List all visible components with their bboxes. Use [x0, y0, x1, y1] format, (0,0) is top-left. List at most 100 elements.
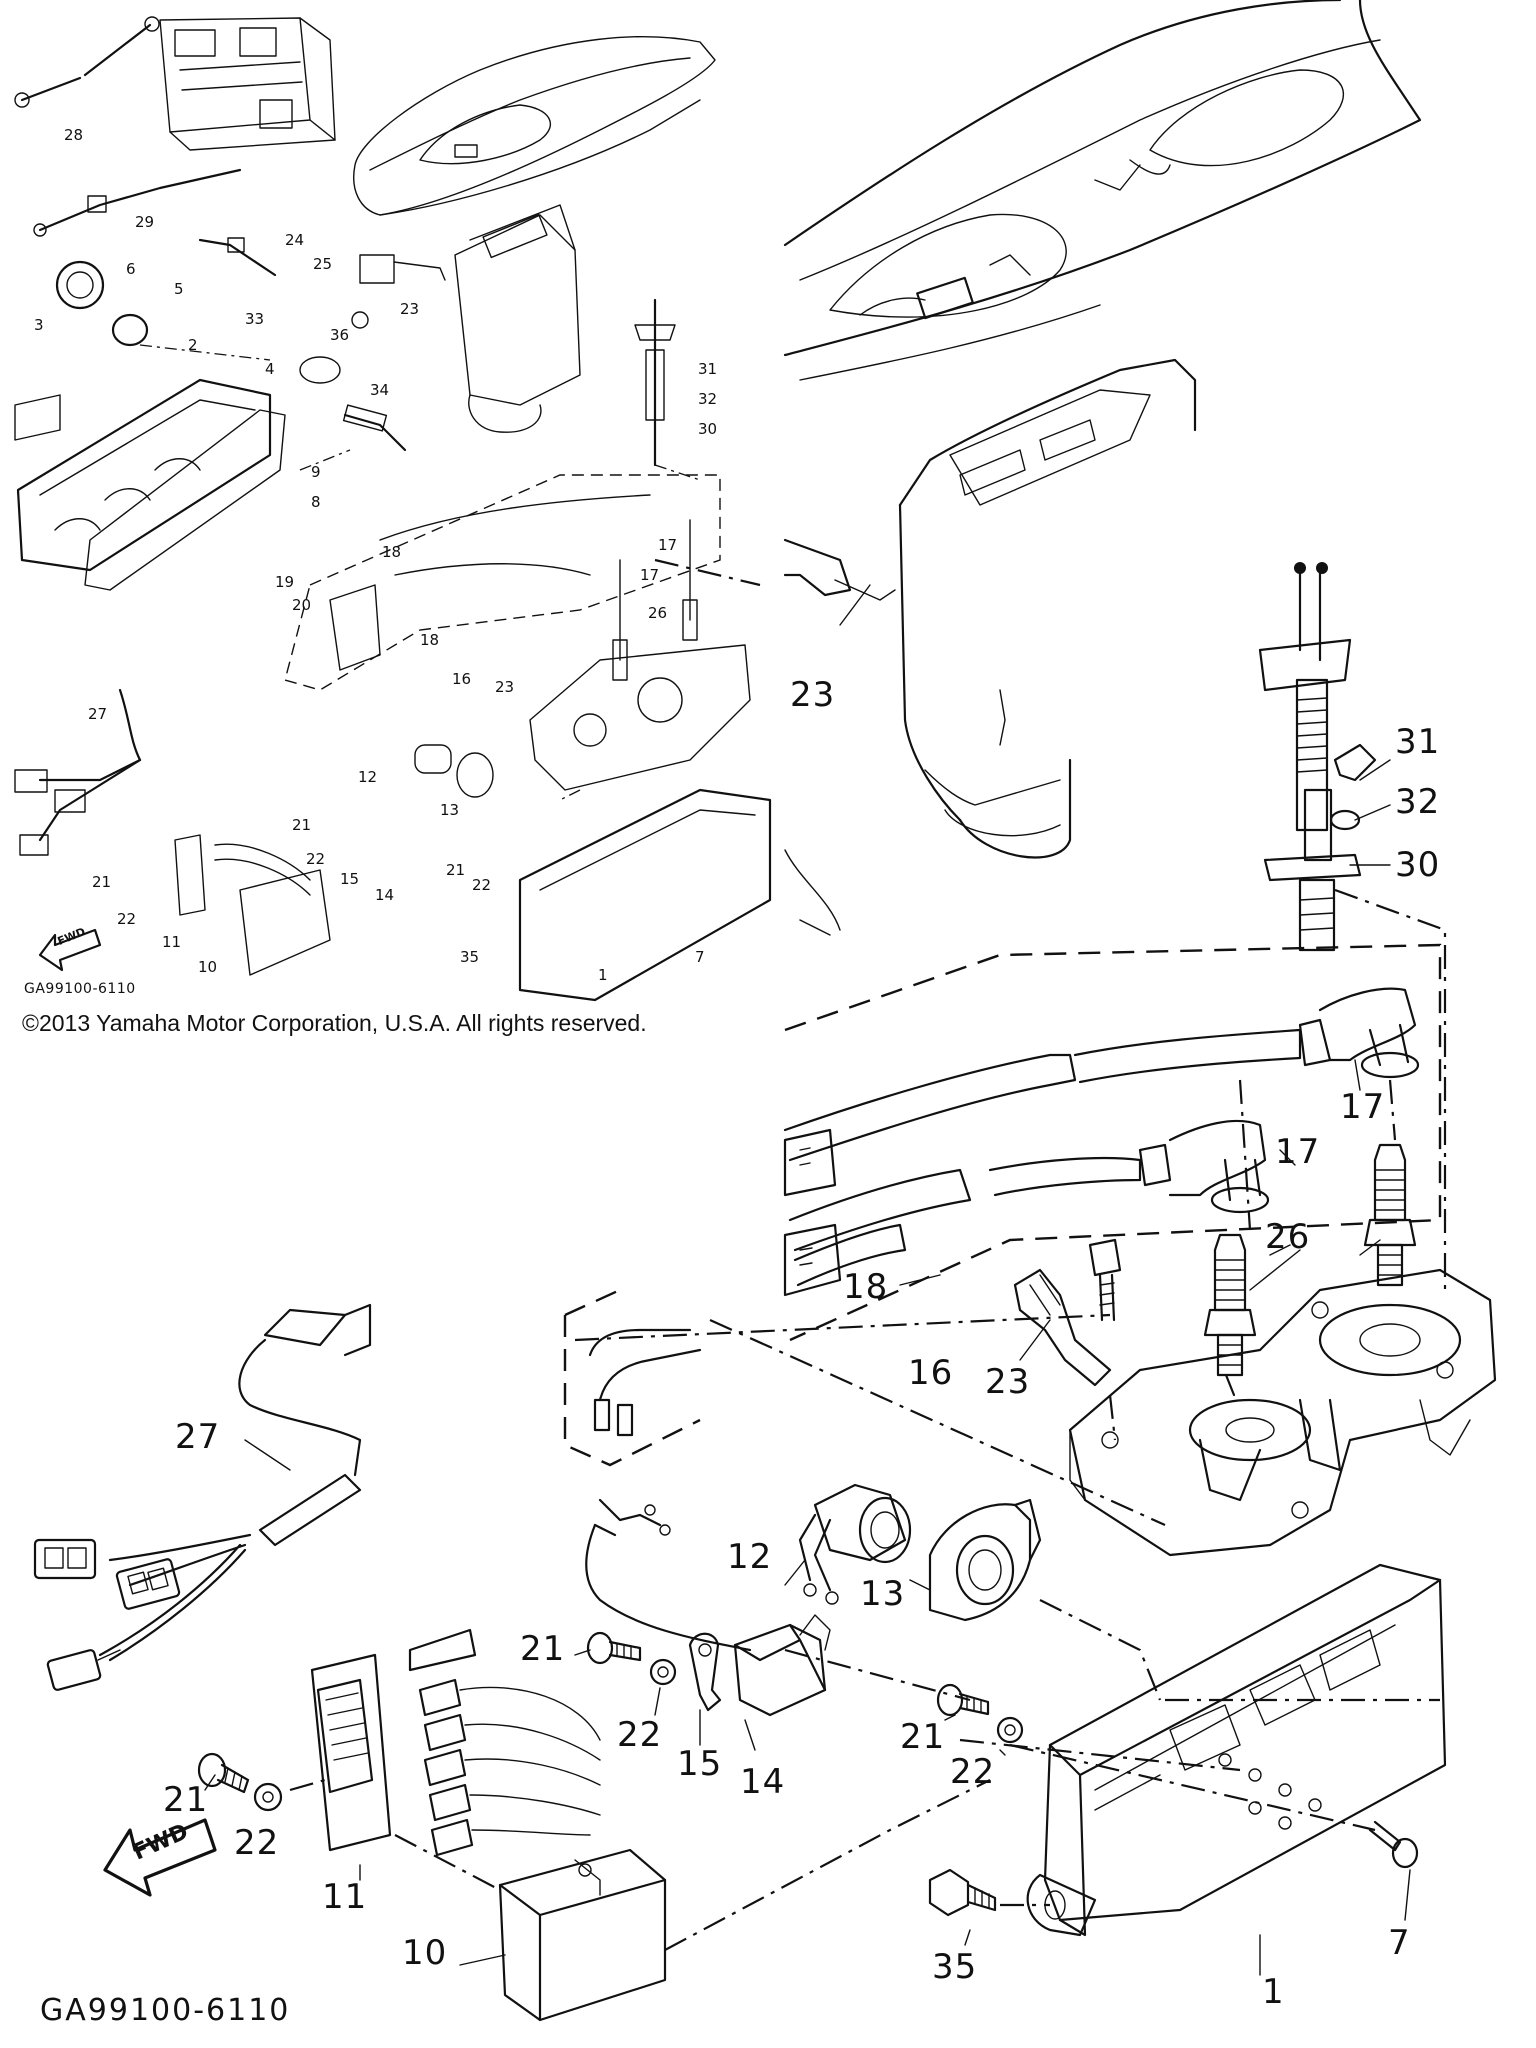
coil-leads — [588, 1328, 702, 1402]
callout-overview-5: 5 — [174, 280, 184, 298]
washer-22-a — [649, 1658, 677, 1686]
fwd-arrow-small — [38, 928, 102, 972]
callout-overview-22b: 22 — [472, 876, 492, 894]
callout-overview-1: 1 — [598, 966, 608, 984]
callout-overview-8: 8 — [311, 493, 321, 511]
bolt-21-a — [586, 1631, 642, 1665]
cylinder-head — [1068, 1268, 1497, 1557]
callout-35: 35 — [932, 1947, 978, 1987]
harness-27 — [33, 1303, 372, 1691]
overview-diagram — [14, 16, 772, 1002]
washer-32 — [1329, 809, 1361, 831]
lead-33 — [198, 238, 277, 277]
callout-overview-16: 16 — [452, 670, 472, 688]
washer-22-b — [996, 1716, 1024, 1744]
callout-overview-20: 20 — [292, 596, 312, 614]
bracket-23 — [1013, 1268, 1112, 1387]
washer-22-c — [253, 1782, 283, 1812]
callout-overview-21a: 21 — [292, 816, 312, 834]
callout-overview-13: 13 — [440, 801, 460, 819]
box-cover-2 — [16, 378, 272, 572]
callout-overview-28: 28 — [64, 126, 84, 144]
callout-overview-11: 11 — [162, 933, 182, 951]
callout-overview-18: 18 — [382, 543, 402, 561]
bolt-head — [1088, 1238, 1122, 1322]
callout-overview-21c: 21 — [92, 873, 112, 891]
relay-holder-13 — [928, 1498, 1042, 1622]
callout-26: 26 — [1265, 1217, 1311, 1257]
callout-overview-15: 15 — [340, 870, 360, 888]
bracket-23-top — [783, 538, 852, 597]
callout-overview-10: 10 — [198, 958, 218, 976]
callout-overview-3: 3 — [34, 316, 44, 334]
callout-22-a: 22 — [617, 1715, 663, 1755]
callout-overview-9: 9 — [311, 463, 321, 481]
hull-detail — [783, 0, 1422, 381]
cylinder-head-overview — [529, 644, 751, 791]
callout-overview-34: 34 — [370, 381, 390, 399]
callout-overview-30: 30 — [698, 420, 718, 438]
callout-overview-36: 36 — [330, 326, 350, 344]
diagram-code: GA99100-6110 — [40, 1993, 291, 2028]
callout-15: 15 — [677, 1744, 723, 1784]
plug-lead-lower — [788, 1119, 1270, 1287]
callout-overview-21b: 21 — [446, 861, 466, 879]
callout-overview-23: 23 — [400, 300, 420, 318]
callout-17-lower: 17 — [1275, 1132, 1321, 1172]
starter-relay-12 — [798, 1483, 912, 1605]
battery-cable-28 — [20, 23, 152, 102]
callout-32: 32 — [1395, 782, 1441, 822]
bolt-21-c — [197, 1752, 250, 1794]
callout-overview-4: 4 — [265, 360, 275, 378]
callout-10: 10 — [402, 1933, 448, 1973]
callout-30: 30 — [1395, 845, 1441, 885]
callout-21-c: 21 — [163, 1780, 209, 1820]
callout-overview-17a: 17 — [658, 536, 678, 554]
callout-16: 16 — [908, 1353, 954, 1393]
callout-22-c: 22 — [234, 1823, 280, 1863]
harness-27-overview — [38, 688, 142, 782]
cdi-bracket-11 — [310, 1653, 392, 1852]
callout-12: 12 — [727, 1537, 773, 1577]
spark-plug-26 — [1203, 1233, 1257, 1397]
callout-overview-29: 29 — [135, 213, 155, 231]
fuse-9 — [343, 413, 407, 452]
callout-overview-27: 27 — [88, 705, 108, 723]
battery-drawing — [159, 17, 336, 151]
ignition-coil-overview — [329, 584, 381, 671]
bolt-31 — [1333, 743, 1377, 782]
callout-14: 14 — [740, 1762, 786, 1802]
callout-7: 7 — [1388, 1923, 1411, 1963]
callout-18: 18 — [843, 1267, 889, 1307]
callout-overview-35: 35 — [460, 948, 480, 966]
callout-27: 27 — [175, 1417, 221, 1457]
callout-overview-31: 31 — [698, 360, 718, 378]
cap-6 — [55, 260, 105, 310]
callout-overview-23b: 23 — [495, 678, 515, 696]
seal-5 — [111, 313, 149, 347]
clamp-15 — [688, 1632, 722, 1712]
callout-overview-6: 6 — [126, 260, 136, 278]
spark-plugs-overview — [619, 519, 691, 661]
callout-overview-22a: 22 — [306, 850, 326, 868]
callout-overview-32: 32 — [698, 390, 718, 408]
housing-detail — [898, 358, 1197, 859]
ground-lead — [585, 1523, 752, 1652]
fwd-arrow — [103, 1818, 217, 1897]
callout-overview-19: 19 — [275, 573, 295, 591]
cdi-unit-10-overview — [239, 869, 331, 976]
callout-11: 11 — [322, 1877, 368, 1917]
copyright-notice: ©2013 Yamaha Motor Corporation, U.S.A. A… — [22, 1010, 647, 1036]
coil-group-box — [284, 474, 721, 691]
callout-31: 31 — [1395, 722, 1441, 762]
callout-overview-18b: 18 — [420, 631, 440, 649]
callout-overview-17b: 17 — [640, 566, 660, 584]
callout-22-b: 22 — [950, 1752, 996, 1792]
battery-cable-29 — [38, 168, 242, 232]
callout-21-a: 21 — [520, 1629, 566, 1669]
plug-lead-upper — [783, 987, 1420, 1162]
hull-overview — [353, 36, 716, 216]
callout-overview-12: 12 — [358, 768, 378, 786]
bolt-35 — [928, 1868, 997, 1917]
